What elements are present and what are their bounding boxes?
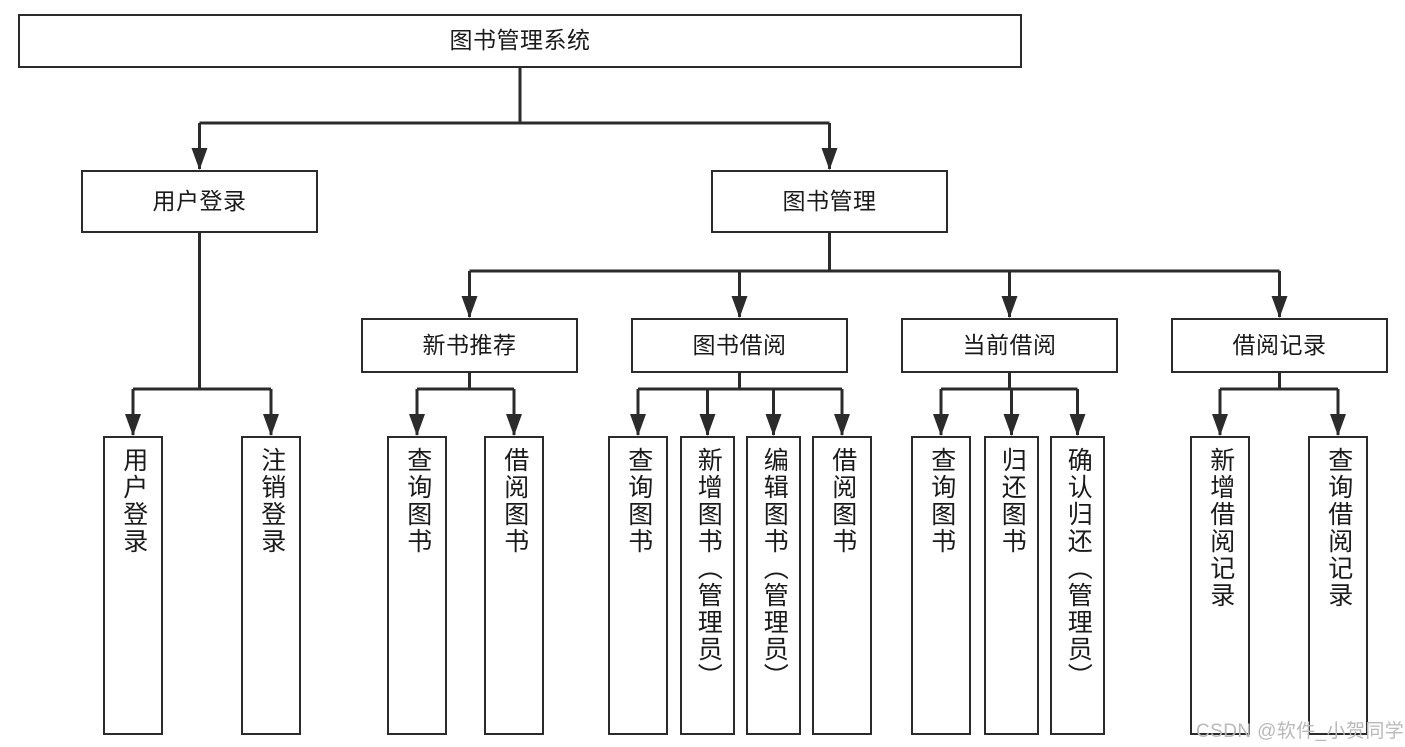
node-label: 借阅图书 xyxy=(500,447,529,555)
node-bookmgmt[interactable]: 图书管理 xyxy=(711,170,948,233)
node-label: 用户登录 xyxy=(152,187,247,214)
node-login[interactable]: 用户登录 xyxy=(81,170,318,233)
connector-arrowhead xyxy=(731,296,748,318)
node-records[interactable]: 借阅记录 xyxy=(1171,318,1388,373)
node-label: 归还图书 xyxy=(998,447,1027,555)
connector-arrowhead xyxy=(1212,414,1228,436)
node-leaf-cur-2[interactable]: 归还图书 xyxy=(984,436,1039,735)
node-label: 当前借阅 xyxy=(962,331,1057,358)
node-label: 查询图书 xyxy=(927,447,956,555)
node-label: 确认归还（管理员） xyxy=(1064,447,1093,690)
node-leaf-borrow-3[interactable]: 编辑图书（管理员） xyxy=(746,436,801,735)
node-newbook[interactable]: 新书推荐 xyxy=(361,318,578,373)
connector-arrowhead xyxy=(834,414,850,436)
connector-arrowhead xyxy=(1003,414,1020,436)
node-label: 借阅图书 xyxy=(828,447,857,555)
connector-arrowhead xyxy=(821,148,838,170)
csdn-watermark: CSDN @软件_小贺同学 xyxy=(1196,721,1405,742)
node-leaf-cur-1[interactable]: 查询图书 xyxy=(911,436,971,735)
connector-arrowhead xyxy=(1271,296,1288,318)
node-leaf-cur-3[interactable]: 确认归还（管理员） xyxy=(1050,436,1105,735)
node-label: 借阅记录 xyxy=(1232,331,1327,358)
node-label: 新书推荐 xyxy=(422,331,517,358)
node-leaf-login-1[interactable]: 用户登录 xyxy=(103,436,163,735)
node-label: 图书管理 xyxy=(782,187,877,214)
node-label: 查询图书 xyxy=(403,447,432,555)
node-leaf-rec-2[interactable]: 查询借阅记录 xyxy=(1308,436,1368,735)
connector-arrowhead xyxy=(263,414,279,436)
node-borrow[interactable]: 图书借阅 xyxy=(631,318,848,373)
connector-arrowhead xyxy=(506,414,522,436)
connector-arrowhead xyxy=(765,414,782,436)
node-current[interactable]: 当前借阅 xyxy=(901,318,1118,373)
connector-arrowhead xyxy=(191,148,208,170)
node-label: 图书管理系统 xyxy=(449,27,591,54)
connector-arrowhead xyxy=(630,414,646,436)
connector-arrowhead xyxy=(933,414,949,436)
connector-arrowhead xyxy=(1330,414,1346,436)
connector-arrowhead xyxy=(1069,414,1086,436)
node-label: 新增借阅记录 xyxy=(1206,447,1235,609)
node-root[interactable]: 图书管理系统 xyxy=(18,14,1022,68)
node-label: 用户登录 xyxy=(119,447,148,555)
node-leaf-new-2[interactable]: 借阅图书 xyxy=(484,436,544,735)
node-leaf-borrow-1[interactable]: 查询图书 xyxy=(608,436,668,735)
connector-arrowhead xyxy=(409,414,425,436)
node-leaf-borrow-2[interactable]: 新增图书（管理员） xyxy=(680,436,735,735)
connector-arrowhead xyxy=(1001,296,1018,318)
connector-arrowhead xyxy=(699,414,716,436)
node-leaf-new-1[interactable]: 查询图书 xyxy=(387,436,447,735)
node-label: 查询图书 xyxy=(624,447,653,555)
connector-arrowhead xyxy=(125,414,141,436)
node-leaf-rec-1[interactable]: 新增借阅记录 xyxy=(1190,436,1250,735)
node-leaf-borrow-4[interactable]: 借阅图书 xyxy=(812,436,872,735)
node-label: 编辑图书（管理员） xyxy=(760,447,789,690)
node-label: 查询借阅记录 xyxy=(1324,447,1353,609)
node-leaf-login-2[interactable]: 注销登录 xyxy=(241,436,301,735)
node-label: 图书借阅 xyxy=(692,331,787,358)
node-label: 注销登录 xyxy=(257,447,286,555)
node-label: 新增图书（管理员） xyxy=(694,447,723,690)
connector-arrowhead xyxy=(461,296,478,318)
